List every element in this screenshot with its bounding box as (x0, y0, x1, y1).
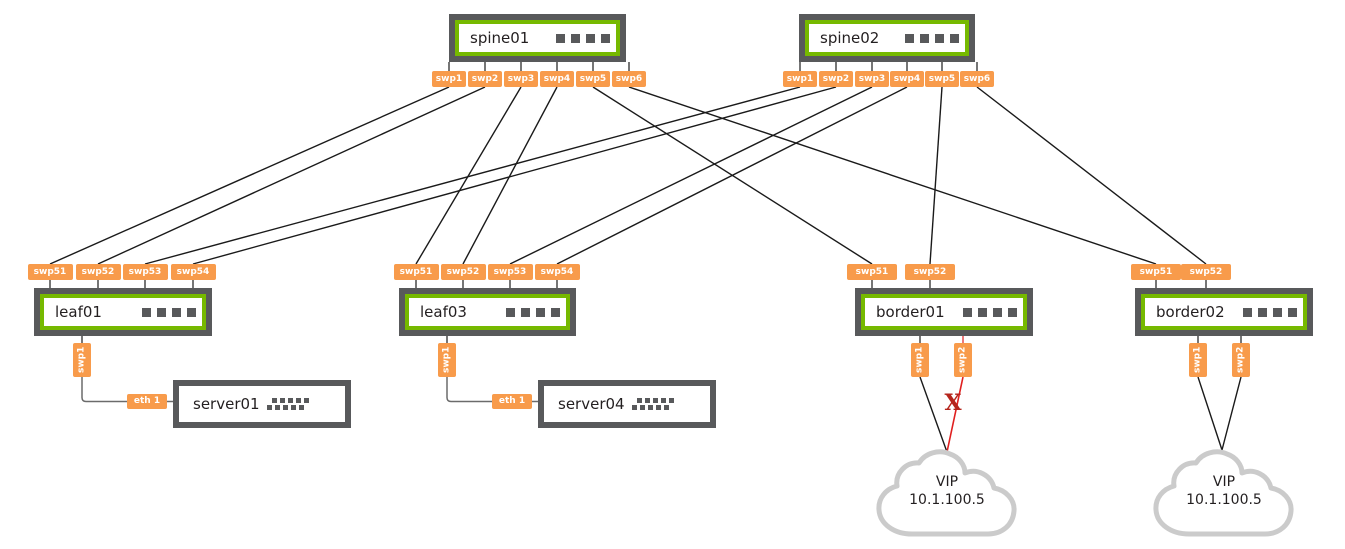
port-label-leaf01-swp51: swp51 (27, 264, 73, 280)
port-label-border02-swp2: swp2 (1232, 343, 1250, 377)
node-vip1: VIP 10.1.100.5 (868, 448, 1026, 540)
port-label-server01-eth1: eth 1 (127, 394, 167, 409)
link-line (1221, 376, 1242, 451)
link-failure-x-icon: X (944, 390, 962, 416)
node-border02: border02 (1135, 288, 1313, 336)
link-line (415, 86, 522, 265)
switch-led-squares-icon (905, 33, 959, 43)
link-line (929, 86, 943, 265)
port-label-border02-swp52: swp52 (1181, 264, 1231, 280)
switch-led-squares-icon (506, 307, 560, 317)
server-vents-icon (267, 398, 309, 410)
node-server01: server01 (173, 380, 351, 428)
vip-ip: 10.1.100.5 (909, 491, 985, 508)
vip-label: VIP (1212, 474, 1236, 490)
switch-led-squares-icon (556, 33, 610, 43)
port-label-leaf03-swp53: swp53 (487, 264, 533, 280)
link-line (81, 377, 127, 403)
port-label-border01-swp52: swp52 (905, 264, 955, 280)
port-label-leaf03-swp1: swp1 (438, 343, 456, 377)
port-label-spine02-swp1: swp1 (783, 71, 817, 87)
link-line (628, 86, 1157, 265)
port-label-spine02-swp3: swp3 (855, 71, 889, 87)
link-line (556, 86, 908, 265)
node-spine02: spine02 (799, 14, 975, 62)
node-label: server01 (193, 395, 260, 413)
node-label: border02 (1156, 303, 1225, 321)
link-line (509, 86, 873, 265)
node-label: leaf03 (420, 303, 467, 321)
link-line (976, 86, 1207, 265)
port-label-spine02-swp2: swp2 (819, 71, 853, 87)
node-server04: server04 (538, 380, 716, 428)
vip-label: VIP (935, 474, 959, 490)
node-border01: border01 (855, 288, 1033, 336)
switch-led-squares-icon (142, 307, 196, 317)
node-vip2: VIP 10.1.100.5 (1145, 448, 1303, 540)
port-label-border01-swp51: swp51 (847, 264, 897, 280)
link-line (919, 376, 948, 453)
node-label: leaf01 (55, 303, 102, 321)
server-vents-icon (632, 398, 674, 410)
node-spine01: spine01 (449, 14, 626, 62)
node-label: border01 (876, 303, 945, 321)
port-label-border02-swp51: swp51 (1131, 264, 1181, 280)
link-line (446, 377, 492, 403)
node-label: spine02 (820, 29, 880, 47)
switch-led-squares-icon (1243, 307, 1297, 317)
cloud-icon (1153, 449, 1294, 537)
port-label-spine01-swp2: swp2 (468, 71, 502, 87)
port-label-leaf01-swp53: swp53 (122, 264, 168, 280)
port-label-leaf03-swp52: swp52 (440, 264, 486, 280)
port-label-spine01-swp6: swp6 (612, 71, 646, 87)
node-label: server04 (558, 395, 625, 413)
port-label-server04-eth1: eth 1 (492, 394, 532, 409)
link-line (49, 86, 450, 265)
port-label-spine01-swp1: swp1 (432, 71, 466, 87)
node-leaf03: leaf03 (399, 288, 576, 336)
link-line (144, 86, 801, 265)
node-label: spine01 (470, 29, 530, 47)
port-label-leaf03-swp51: swp51 (393, 264, 439, 280)
port-label-spine02-swp5: swp5 (925, 71, 959, 87)
port-label-spine01-swp3: swp3 (504, 71, 538, 87)
port-label-border01-swp2: swp2 (954, 343, 972, 377)
port-label-leaf01-swp54: swp54 (170, 264, 216, 280)
vip-ip: 10.1.100.5 (1186, 491, 1262, 508)
node-leaf01: leaf01 (34, 288, 212, 336)
port-label-spine02-swp4: swp4 (890, 71, 924, 87)
link-line (97, 86, 486, 265)
port-label-leaf01-swp1: swp1 (73, 343, 91, 377)
link-line (946, 376, 964, 453)
link-line (192, 86, 837, 265)
port-label-border02-swp1: swp1 (1189, 343, 1207, 377)
link-line (462, 86, 558, 265)
switch-led-squares-icon (963, 307, 1017, 317)
port-label-leaf03-swp54: swp54 (534, 264, 580, 280)
port-label-spine01-swp5: swp5 (576, 71, 610, 87)
port-label-border01-swp1: swp1 (911, 343, 929, 377)
port-label-spine01-swp4: swp4 (540, 71, 574, 87)
port-label-spine02-swp6: swp6 (960, 71, 994, 87)
link-line (1197, 376, 1223, 451)
cloud-icon (876, 449, 1017, 537)
port-label-leaf01-swp52: swp52 (75, 264, 121, 280)
